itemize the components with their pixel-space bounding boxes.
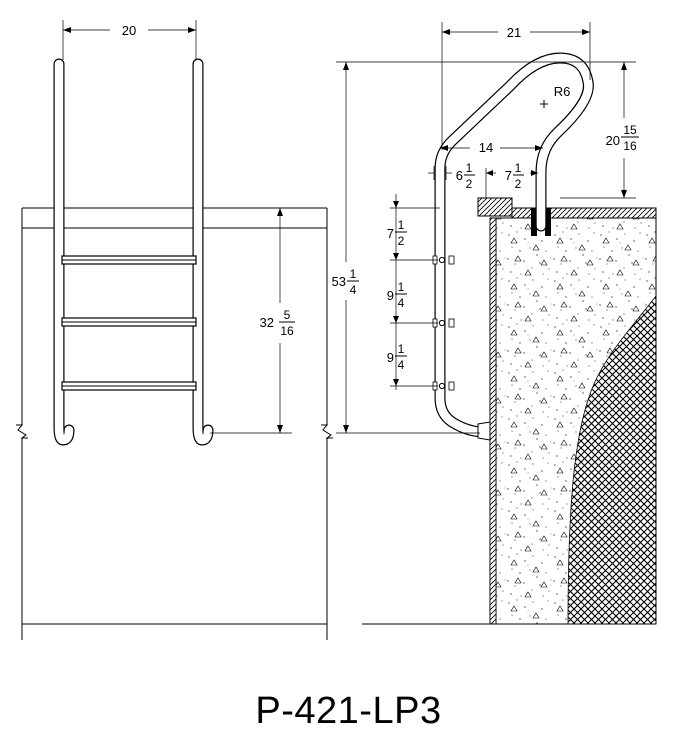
front-height-dim-whole: 32	[260, 315, 274, 330]
side-overall-height-num: 1	[350, 267, 357, 281]
side-right-offset-den: 2	[515, 177, 522, 191]
side-rail-height-whole: 20	[606, 133, 620, 148]
front-right-rail	[192, 58, 214, 446]
side-right-offset-num: 1	[515, 161, 522, 175]
model-code: P-421-LP3	[255, 690, 442, 732]
side-left-offset-whole: 6	[456, 168, 463, 183]
wall-bumper	[477, 421, 491, 441]
front-height-dim-num: 5	[284, 308, 291, 322]
step-spacing-3-den: 4	[398, 358, 405, 372]
front-left-rail	[53, 58, 75, 446]
step-spacing-2-whole: 9	[387, 288, 394, 303]
side-overall-height-whole: 53	[332, 274, 346, 289]
earth-crosshatch	[567, 294, 657, 625]
side-left-offset-num: 1	[466, 161, 473, 175]
step-spacing-1-den: 2	[398, 234, 405, 248]
side-handrail	[434, 52, 594, 438]
front-height-dim-den: 16	[280, 324, 294, 338]
step-spacing-1-whole: 7	[387, 226, 394, 241]
step-spacing-3-whole: 9	[387, 350, 394, 365]
side-left-offset-den: 2	[466, 177, 473, 191]
front-break-right	[321, 424, 333, 439]
side-right-offset-whole: 7	[505, 168, 512, 183]
front-view: 20 32 5 16	[16, 20, 333, 640]
side-offset-dim: 14	[479, 140, 493, 155]
side-reach-dim: 21	[507, 25, 521, 40]
step-spacing-2-num: 1	[398, 280, 405, 294]
side-rail-height-den: 16	[623, 139, 637, 153]
step-spacing-3-num: 1	[398, 342, 405, 356]
side-rail-height-num: 15	[623, 123, 637, 137]
front-width-dim: 20	[122, 23, 136, 38]
side-radius-label: R6	[554, 84, 571, 99]
step-spacing-2-den: 4	[398, 296, 405, 310]
coping	[477, 197, 513, 217]
side-view: 21 R6 14 20 15 16 6 1 2	[332, 22, 657, 625]
side-overall-height-den: 4	[350, 283, 357, 297]
step-spacing-1-num: 1	[398, 218, 405, 232]
front-break-left	[16, 424, 28, 439]
